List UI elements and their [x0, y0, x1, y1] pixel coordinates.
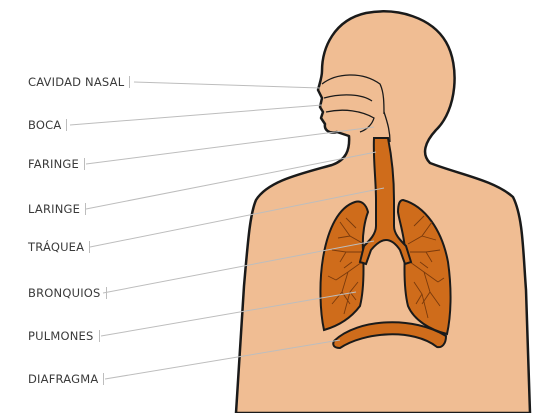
label-faringe: FARINGE — [28, 157, 85, 171]
label-laringe: LARINGE — [28, 202, 86, 216]
label-cavidad-nasal: CAVIDAD NASAL — [28, 75, 130, 89]
label-bronquios: BRONQUIOS — [28, 286, 107, 300]
label-pulmones: PULMONES — [28, 329, 100, 343]
label-traquea: TRÁQUEA — [28, 240, 90, 254]
label-boca: BOCA — [28, 118, 67, 132]
label-diafragma: DIAFRAGMA — [28, 372, 104, 386]
